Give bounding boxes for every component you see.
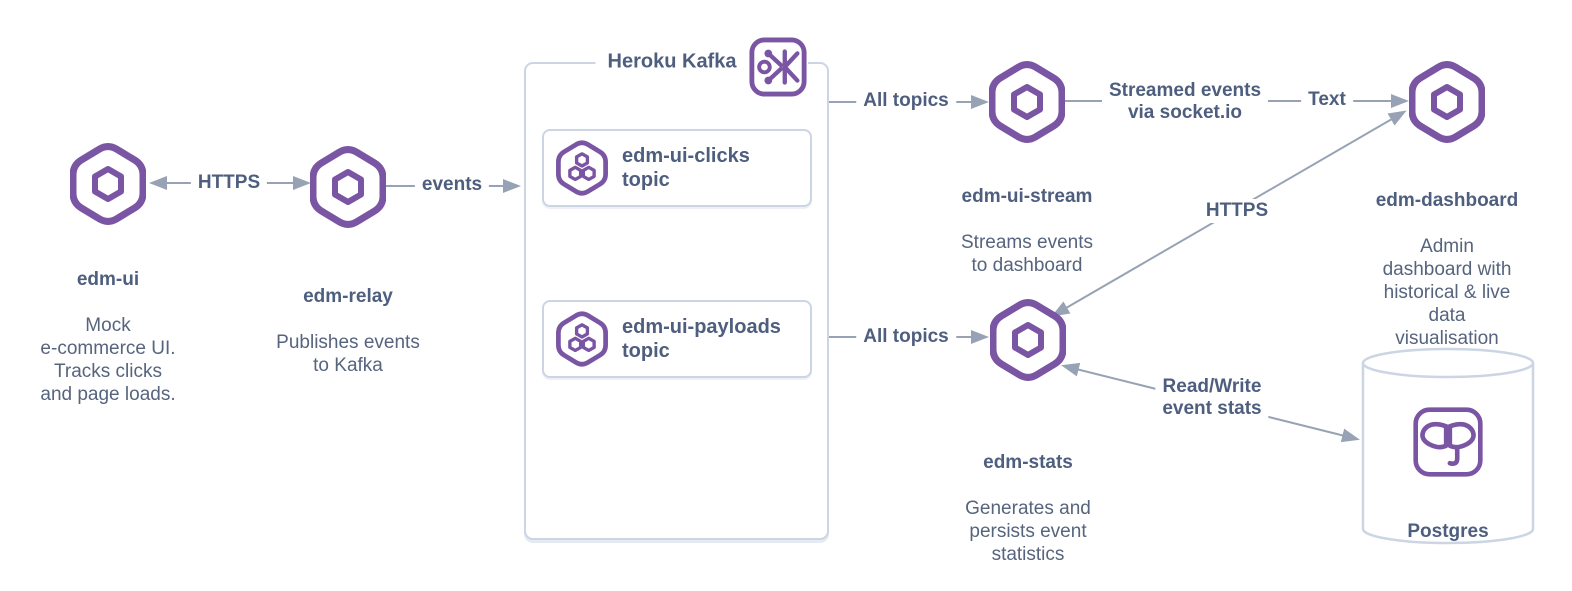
node-title: edm-stats (983, 452, 1073, 473)
kafka-topic-icon (556, 139, 608, 197)
heroku-app-hexagon-icon-edm-ui (70, 141, 146, 232)
node-title: edm-dashboard (1375, 190, 1519, 211)
node-description: Publishes events to Kafka (276, 332, 420, 376)
heroku-postgres-icon (1412, 406, 1484, 483)
node-title: edm-ui (76, 269, 140, 290)
heroku-app-hexagon-icon-edm-stats (990, 297, 1066, 388)
edge-label-all-topics-bottom: All topics (856, 325, 956, 349)
node-description: Admin dashboard with historical & live d… (1382, 236, 1512, 349)
heroku-kafka-icon (748, 36, 808, 103)
edge-label-https-left: HTTPS (190, 171, 268, 195)
heroku-app-hexagon-icon-edm-relay (310, 144, 386, 235)
node-title: edm-relay (303, 286, 393, 307)
topic-label: edm-ui-payloads topic (622, 316, 781, 362)
heroku-app-hexagon-icon-edm-dashboard (1409, 59, 1485, 150)
node-edm-dashboard-text: edm-dashboard Admin dashboard with histo… (1337, 166, 1557, 373)
edge-label-events: events (414, 173, 490, 197)
heroku-app-hexagon-icon-edm-ui-stream (989, 59, 1065, 150)
node-edm-relay-text: edm-relay Publishes events to Kafka (238, 262, 458, 400)
edge-label-text: Text (1301, 88, 1353, 112)
topic-box-edm-ui-payloads: edm-ui-payloads topic (542, 300, 812, 378)
topic-box-edm-ui-clicks: edm-ui-clicks topic (542, 129, 812, 207)
node-title: edm-ui-stream (961, 186, 1093, 207)
node-title: Postgres (1407, 521, 1489, 542)
node-edm-ui-stream-text: edm-ui-stream Streams events to dashboar… (917, 162, 1137, 300)
node-postgres-text: Postgres (1338, 497, 1558, 566)
edge-label-all-topics-top: All topics (856, 89, 956, 113)
edge-label-read-write: Read/Write event stats (1155, 375, 1269, 421)
node-description: Generates and persists event statistics (965, 498, 1091, 565)
node-edm-stats-text: edm-stats Generates and persists event s… (918, 428, 1138, 589)
edge-label-https-diagonal: HTTPS (1198, 199, 1276, 223)
kafka-topic-icon (556, 310, 608, 368)
node-description: Streams events to dashboard (961, 232, 1093, 276)
topic-label: edm-ui-clicks topic (622, 145, 750, 191)
heroku-kafka-group-title: Heroku Kafka (595, 50, 749, 74)
edge-label-streamed-events: Streamed events via socket.io (1101, 79, 1269, 125)
node-description: Mock e-commerce UI. Tracks clicks and pa… (40, 315, 176, 405)
node-edm-ui-text: edm-ui Mock e-commerce UI. Tracks clicks… (0, 245, 218, 429)
